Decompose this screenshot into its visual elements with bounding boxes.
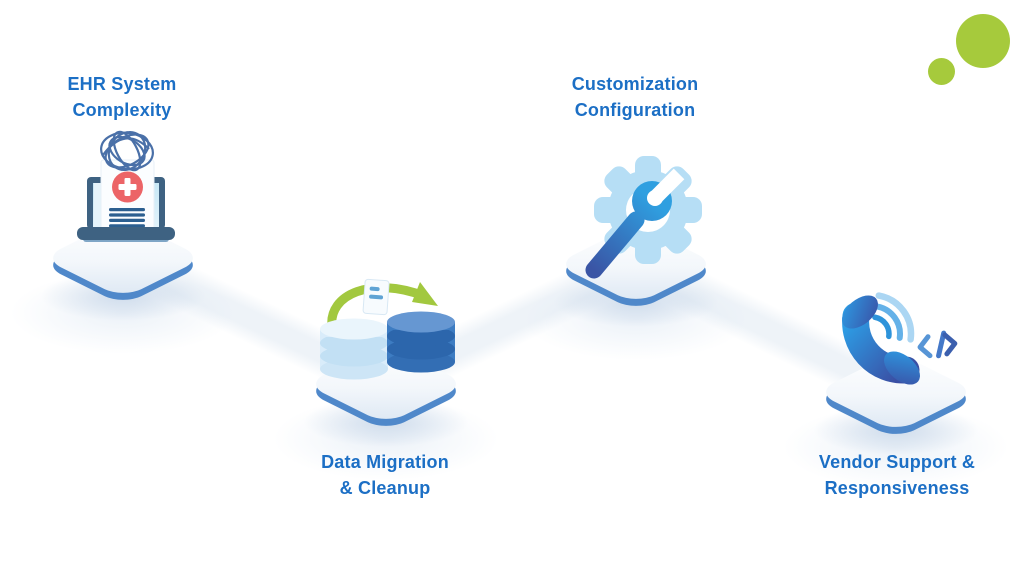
wrench-icon — [585, 168, 685, 279]
phone-code-icon — [842, 292, 958, 385]
database-source-icon — [320, 318, 388, 380]
label-line: Customization — [571, 74, 699, 94]
label-line: Responsiveness — [824, 477, 970, 498]
label-line: Configuration — [574, 99, 696, 120]
label-line: Data Migration — [321, 452, 449, 472]
laptop-base — [77, 227, 175, 242]
database-migration-icon — [320, 278, 455, 380]
tangle-scribble-icon — [100, 130, 154, 172]
label-vendor-support: Vendor Support & Responsiveness — [787, 450, 1007, 501]
label-ehr-complexity: EHR System Complexity — [12, 72, 232, 123]
medical-document-icon — [100, 159, 155, 233]
label-line: EHR System — [67, 74, 177, 94]
label-line: & Cleanup — [339, 477, 431, 498]
signal-waves-icon — [872, 292, 915, 343]
gear-wrench-icon — [585, 156, 702, 279]
label-line: Vendor Support & — [818, 452, 976, 472]
label-customization: Customization Configuration — [525, 72, 745, 123]
decor-circle-small-icon — [928, 58, 955, 85]
platform-vendor-support — [826, 357, 966, 434]
decor-circle-large-icon — [956, 14, 1010, 68]
code-icon — [917, 330, 958, 359]
migration-arrow-icon — [327, 282, 438, 332]
ehr-laptop-tangle-icon — [77, 130, 175, 242]
label-line: Complexity — [72, 99, 172, 120]
label-data-migration: Data Migration & Cleanup — [275, 450, 495, 501]
phone-handset-icon — [842, 295, 920, 385]
database-target-icon — [387, 311, 455, 373]
migration-file-icon — [362, 278, 390, 316]
